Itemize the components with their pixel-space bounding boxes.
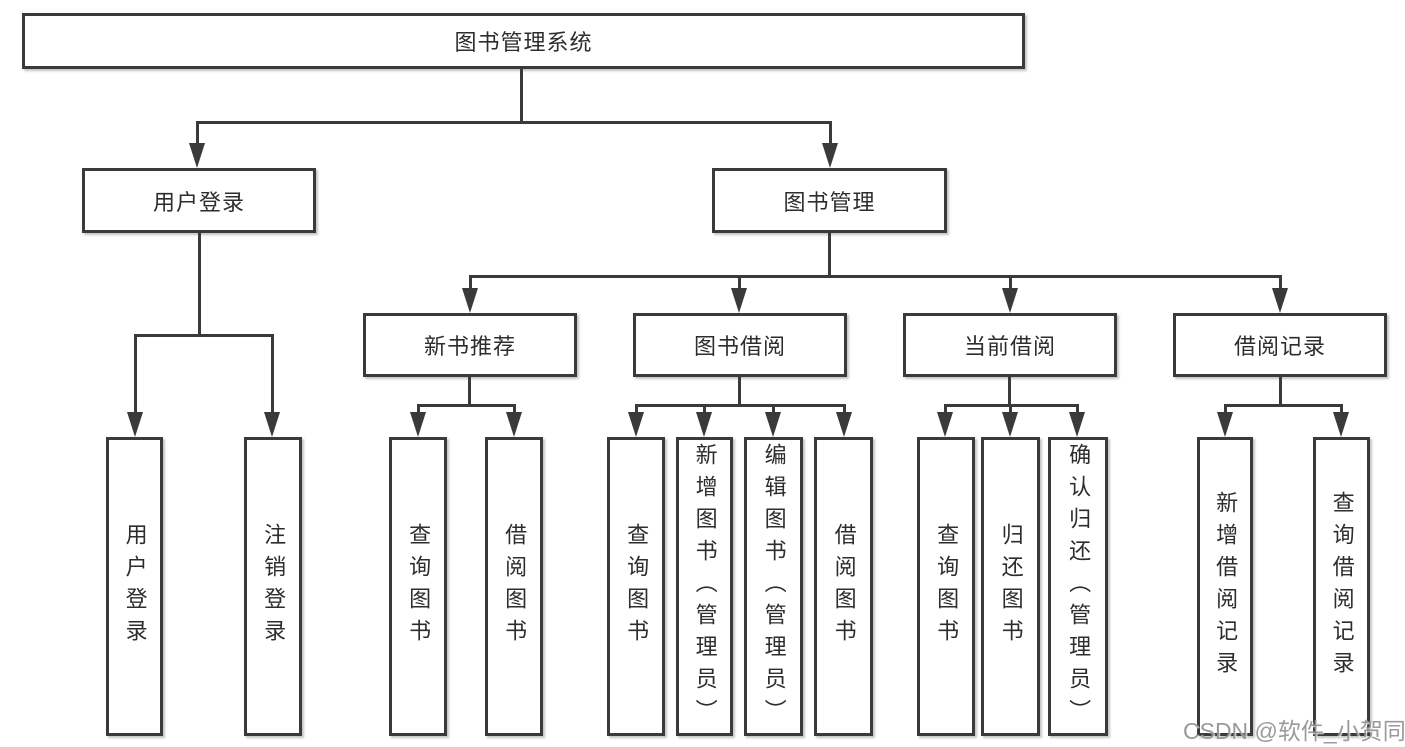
arrowhead-icon bbox=[1217, 412, 1233, 437]
leaf-confirm-return-admin: 确认归还（管理员） bbox=[1048, 437, 1108, 736]
leaf-label: 确认归还（管理员） bbox=[1066, 442, 1092, 731]
connector-line bbox=[829, 121, 832, 144]
node-label: 新书推荐 bbox=[423, 334, 516, 359]
connector-line bbox=[417, 404, 420, 414]
connector-line bbox=[469, 275, 472, 289]
connector-line bbox=[417, 404, 516, 407]
connector-line bbox=[738, 377, 741, 407]
leaf-query-book-recommend: 查询图书 bbox=[389, 437, 447, 736]
connector-line bbox=[196, 121, 199, 144]
arrowhead-icon bbox=[410, 412, 426, 437]
node-new-book-recommend: 新书推荐 bbox=[363, 313, 577, 377]
node-borrow-record: 借阅记录 bbox=[1173, 313, 1387, 377]
arrowhead-icon bbox=[822, 143, 838, 168]
connector-line bbox=[1224, 404, 1227, 414]
connector-line bbox=[469, 275, 1282, 278]
arrowhead-icon bbox=[696, 412, 712, 437]
leaf-label: 查询图书 bbox=[624, 522, 650, 651]
arrowhead-icon bbox=[937, 412, 953, 437]
connector-line bbox=[738, 275, 741, 289]
connector-line bbox=[468, 377, 471, 407]
csdn-watermark: CSDN @软件_小贺同学 bbox=[1183, 718, 1405, 744]
node-label: 当前借阅 bbox=[963, 334, 1056, 359]
arrowhead-icon bbox=[462, 288, 478, 313]
connector-line bbox=[1009, 275, 1012, 289]
node-label: 图书管理系统 bbox=[454, 30, 593, 55]
arrowhead-icon bbox=[1002, 412, 1018, 437]
leaf-borrow-book-recommend: 借阅图书 bbox=[485, 437, 543, 736]
connector-line bbox=[1224, 404, 1343, 407]
connector-line bbox=[843, 404, 846, 414]
connector-line bbox=[198, 233, 201, 337]
node-user-login: 用户登录 bbox=[82, 168, 316, 233]
connector-line bbox=[635, 404, 638, 414]
connector-line bbox=[1076, 404, 1079, 414]
arrowhead-icon bbox=[836, 412, 852, 437]
leaf-add-borrow-record: 新增借阅记录 bbox=[1197, 437, 1253, 736]
connector-line bbox=[703, 404, 706, 414]
leaf-edit-book-admin: 编辑图书（管理员） bbox=[744, 437, 803, 736]
leaf-borrow-book: 借阅图书 bbox=[814, 437, 873, 736]
node-book-borrow: 图书借阅 bbox=[633, 313, 847, 377]
connector-line bbox=[1279, 275, 1282, 289]
connector-line bbox=[772, 404, 775, 414]
connector-line bbox=[1279, 377, 1282, 407]
arrowhead-icon bbox=[1333, 412, 1349, 437]
leaf-user-login: 用户登录 bbox=[106, 437, 163, 736]
leaf-query-book: 查询图书 bbox=[607, 437, 665, 736]
leaf-label: 查询借阅记录 bbox=[1329, 490, 1355, 683]
arrowhead-icon bbox=[628, 412, 644, 437]
connector-line bbox=[513, 404, 516, 414]
arrowhead-icon bbox=[765, 412, 781, 437]
node-system-root: 图书管理系统 bbox=[22, 13, 1025, 69]
arrowhead-icon bbox=[127, 412, 143, 437]
arrowhead-icon bbox=[1272, 288, 1288, 313]
node-label: 图书借阅 bbox=[693, 334, 786, 359]
connector-line bbox=[1340, 404, 1343, 414]
node-label: 图书管理 bbox=[783, 189, 876, 215]
connector-line bbox=[134, 334, 137, 412]
node-label: 用户登录 bbox=[152, 189, 245, 215]
arrowhead-icon bbox=[189, 143, 205, 168]
leaf-add-book-admin: 新增图书（管理员） bbox=[676, 437, 733, 736]
leaf-label: 编辑图书（管理员） bbox=[761, 442, 787, 731]
arrowhead-icon bbox=[731, 288, 747, 313]
connector-line bbox=[944, 404, 947, 414]
leaf-label: 注销登录 bbox=[261, 522, 287, 651]
leaf-label: 借阅图书 bbox=[502, 522, 528, 651]
connector-line bbox=[828, 233, 831, 278]
arrowhead-icon bbox=[506, 412, 522, 437]
node-current-borrow: 当前借阅 bbox=[903, 313, 1117, 377]
leaf-label: 查询图书 bbox=[934, 522, 960, 651]
leaf-label: 用户登录 bbox=[122, 522, 148, 651]
arrowhead-icon bbox=[264, 412, 280, 437]
leaf-query-borrow-record: 查询借阅记录 bbox=[1313, 437, 1370, 736]
connector-line bbox=[196, 121, 832, 124]
node-label: 借阅记录 bbox=[1233, 334, 1326, 359]
leaf-query-current-borrow: 查询图书 bbox=[917, 437, 975, 736]
leaf-label: 新增借阅记录 bbox=[1213, 490, 1239, 683]
connector-line bbox=[1009, 404, 1012, 414]
arrowhead-icon bbox=[1002, 288, 1018, 313]
leaf-logout: 注销登录 bbox=[244, 437, 302, 736]
leaf-label: 归还图书 bbox=[998, 522, 1024, 651]
connector-line bbox=[1008, 377, 1011, 407]
node-book-management: 图书管理 bbox=[712, 168, 947, 233]
connector-line bbox=[271, 334, 274, 412]
leaf-label: 新增图书（管理员） bbox=[692, 442, 718, 731]
arrowhead-icon bbox=[1069, 412, 1085, 437]
leaf-return-book: 归还图书 bbox=[981, 437, 1040, 736]
connector-line bbox=[520, 69, 523, 123]
connector-line bbox=[635, 404, 846, 407]
leaf-label: 查询图书 bbox=[406, 522, 432, 651]
connector-line bbox=[134, 334, 274, 337]
leaf-label: 借阅图书 bbox=[831, 522, 857, 651]
